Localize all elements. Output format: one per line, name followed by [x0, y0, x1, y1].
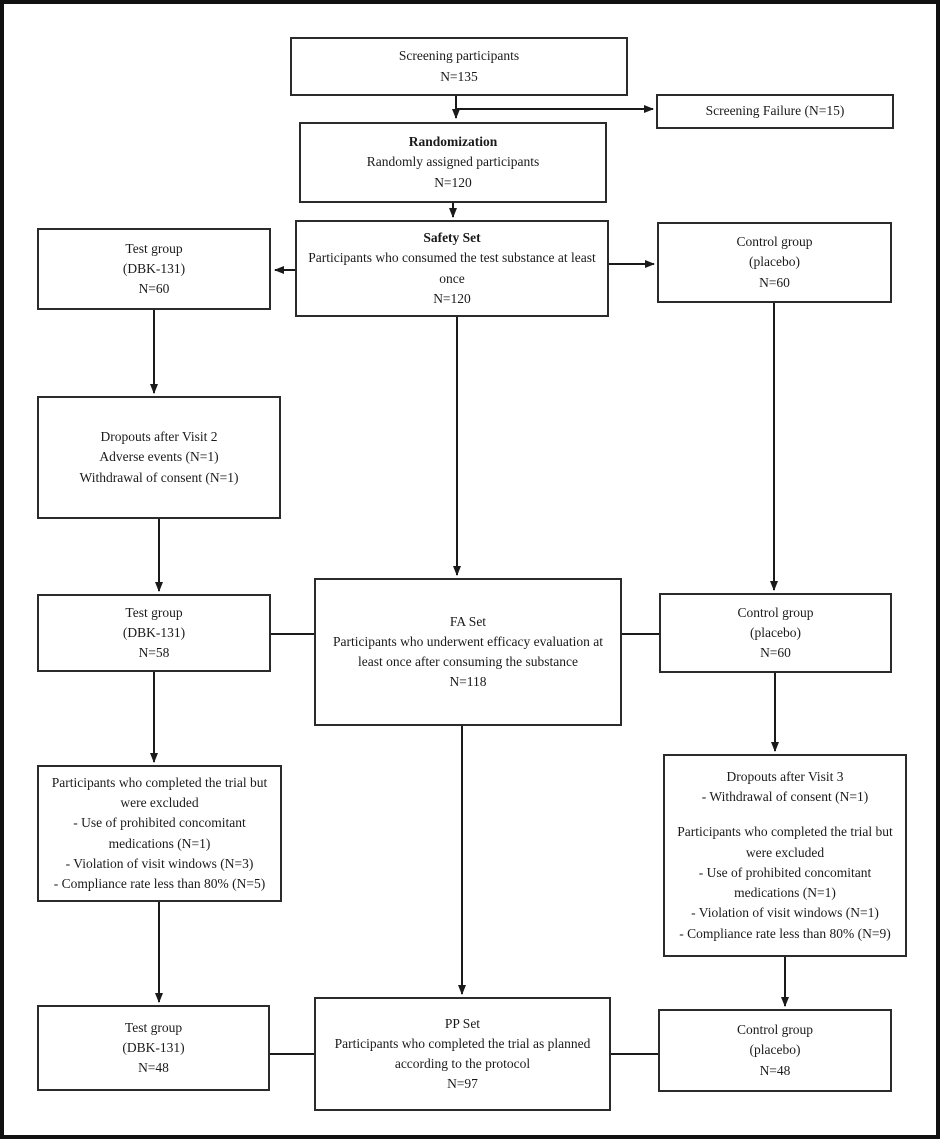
box-text-line: Test group	[125, 240, 183, 256]
box-text: Screening Failure (N=15)	[706, 101, 845, 121]
box-text-line: N=60	[759, 274, 790, 290]
box-text-line: (placebo)	[749, 254, 800, 270]
box-randomization: Randomization Randomly assigned particip…	[299, 122, 607, 203]
box-text-line: - Compliance rate less than 80% (N=9)	[679, 925, 891, 941]
box-text-line	[673, 808, 897, 823]
box-text-line: Withdrawal of consent (N=1)	[79, 469, 239, 485]
box-text-line: - Violation of visit windows (N=3)	[65, 855, 254, 871]
box-text-line: Randomly assigned participants	[366, 154, 540, 170]
box-text-line: Dropouts after Visit 3	[726, 769, 844, 785]
box-text-line: Screening participants	[398, 48, 520, 64]
box-text-line: Test group	[125, 604, 183, 620]
box-text-line: (placebo)	[749, 1042, 801, 1058]
box-control-group-pp: Control group (placebo) N=48	[658, 1009, 892, 1092]
box-control-group-safety: Control group (placebo) N=60	[657, 222, 892, 303]
box-text-line: - Withdrawal of consent (N=1)	[701, 789, 869, 805]
box-test-group-fa: Test group (DBK-131) N=58	[37, 594, 271, 672]
box-text-line: N=48	[759, 1062, 791, 1078]
box-text-line: (DBK-131)	[122, 260, 186, 276]
box-text: Test group (DBK-131) N=60	[123, 239, 185, 300]
box-text-line: N=135	[440, 68, 478, 84]
box-text-line: Screening Failure (N=15)	[705, 103, 845, 119]
box-title: Randomization	[408, 134, 498, 150]
box-text-line: Participants who consumed the test subst…	[308, 250, 596, 286]
box-text-line: Participants who underwent efficacy eval…	[332, 633, 604, 669]
box-text-line: N=60	[138, 281, 170, 297]
box-control-group-fa: Control group (placebo) N=60	[659, 593, 892, 673]
box-text-line: Participants who completed the trial as …	[334, 1035, 591, 1071]
box-text: Test group (DBK-131) N=58	[123, 603, 185, 664]
box-text-line: Participants who completed the trial but…	[677, 824, 893, 860]
box-text-line: Dropouts after Visit 2	[100, 429, 218, 445]
box-text-line: Control group	[737, 604, 814, 620]
box-text: Control group (placebo) N=60	[737, 603, 813, 664]
box-text-line: Participants who completed the trial but…	[51, 774, 268, 810]
box-dropouts-visit2: Dropouts after Visit 2 Adverse events (N=…	[37, 396, 281, 519]
box-text-line: - Use of prohibited concomitant medicati…	[73, 815, 246, 851]
box-text-line: FA Set	[449, 613, 487, 629]
box-text-line: - Compliance rate less than 80% (N=5)	[53, 876, 266, 891]
box-text: Control group (placebo) N=60	[736, 232, 812, 293]
box-text: Participants who completed the trial but…	[47, 773, 272, 895]
box-text: Control group (placebo) N=48	[737, 1020, 813, 1081]
box-text-line: Control group	[736, 1022, 814, 1038]
box-text-line: N=120	[434, 174, 472, 190]
box-screening-failure: Screening Failure (N=15)	[656, 94, 894, 129]
box-text-line: - Violation of visit windows (N=1)	[691, 905, 879, 921]
box-excluded-test: Participants who completed the trial but…	[37, 765, 282, 902]
box-safety-set: Safety Set Participants who consumed the…	[295, 220, 609, 317]
box-test-group-safety: Test group (DBK-131) N=60	[37, 228, 271, 310]
box-text-line: N=60	[760, 645, 791, 661]
box-text-line: PP Set	[444, 1015, 481, 1031]
box-test-group-pp: Test group (DBK-131) N=48	[37, 1005, 270, 1091]
box-text-line: (DBK-131)	[122, 624, 186, 640]
box-text-line: N=97	[447, 1076, 478, 1092]
box-text-line: N=118	[449, 674, 487, 690]
box-text-line: Adverse events (N=1)	[99, 449, 219, 465]
box-text-line: N=120	[433, 290, 471, 306]
box-dropouts-visit3: Dropouts after Visit 3 - Withdrawal of co…	[663, 754, 907, 957]
box-title: Safety Set	[423, 230, 481, 245]
box-text: Participants who consumed the test subst…	[305, 248, 599, 309]
box-text: Test group (DBK-131) N=48	[122, 1018, 184, 1079]
box-text-line: (placebo)	[750, 624, 801, 640]
box-text-line: (DBK-131)	[122, 1039, 185, 1055]
box-text-line: N=58	[138, 645, 170, 661]
box-text-line: Test group	[124, 1019, 183, 1035]
box-text-line: N=48	[138, 1060, 169, 1076]
box-text: Dropouts after Visit 2 Adverse events (N=…	[80, 427, 239, 488]
box-text-line: - Use of prohibited concomitant medicati…	[698, 864, 872, 901]
box-text-line: Control group	[736, 234, 813, 250]
box-text: Dropouts after Visit 3 - Withdrawal of co…	[673, 767, 897, 944]
